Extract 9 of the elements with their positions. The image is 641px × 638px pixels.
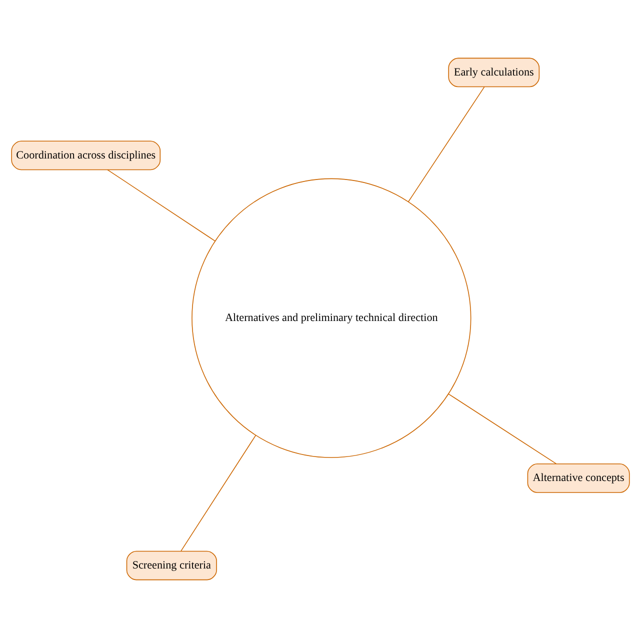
node-box: Screening criteria [126,550,217,580]
node-box: Early calculations [448,58,540,88]
node-circle: Alternatives and preliminary technical direction [192,178,472,458]
node-box: Coordination across disciplines [11,140,161,170]
node-box: Alternative concepts [527,464,630,493]
connector [180,434,256,552]
connector [448,394,557,464]
connector [408,86,485,202]
connector [107,169,216,242]
